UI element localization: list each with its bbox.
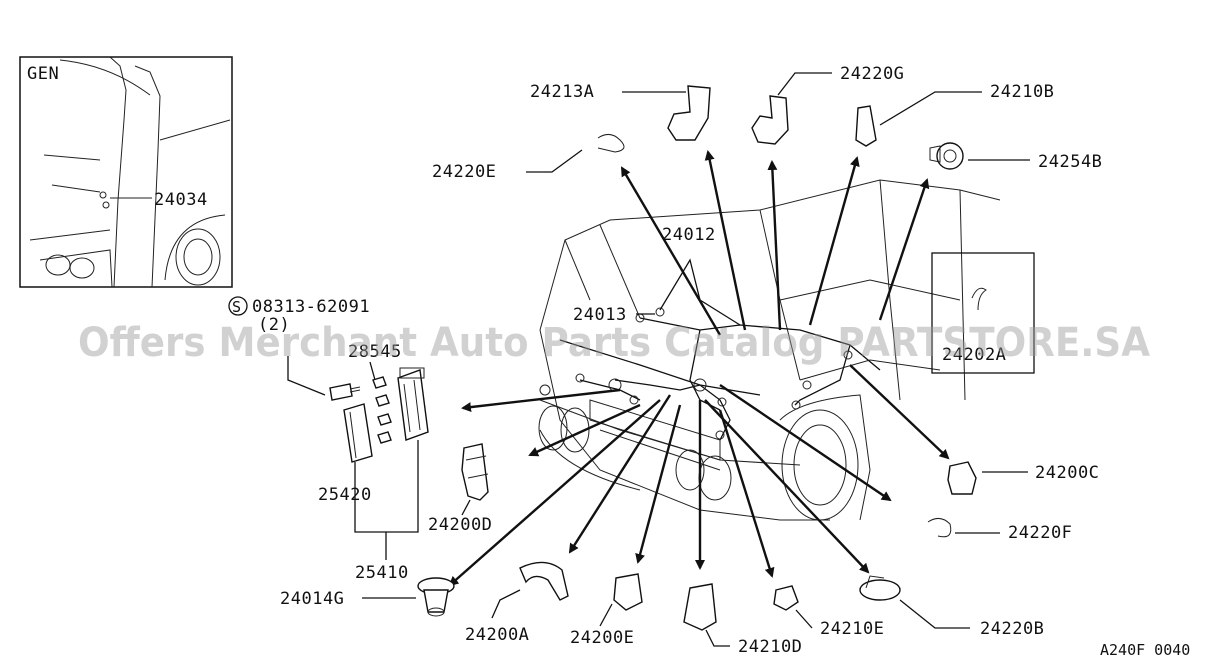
label-24200C: 24200C	[1035, 463, 1099, 483]
label-08313-62091: 08313-62091	[252, 297, 370, 317]
part-24213A-clip	[667, 85, 711, 141]
part-24200C-clip	[947, 461, 977, 495]
label-24012: 24012	[662, 225, 716, 245]
callout-24220F: 24220F	[927, 518, 1072, 543]
callout-24210E: 24210E	[773, 585, 884, 639]
vehicle-body	[538, 179, 1001, 521]
label-24254B: 24254B	[1038, 152, 1102, 172]
callout-24220G: 24220G	[751, 64, 904, 145]
part-24220F-clamp	[927, 518, 952, 538]
label-24014G: 24014G	[280, 589, 344, 609]
callout-24213A: 24213A	[530, 82, 711, 141]
callout-24220B: 24220B	[859, 575, 1044, 639]
part-24200D-clip	[461, 443, 489, 501]
part-24220G-clip	[751, 95, 789, 145]
label-24213A: 24213A	[530, 82, 594, 102]
label-24220F: 24220F	[1008, 523, 1072, 543]
label-24200E: 24200E	[570, 628, 634, 648]
part-24220E-clamp	[597, 134, 625, 153]
callout-24210B: 24210B	[855, 82, 1054, 147]
label-24220B: 24220B	[980, 619, 1044, 639]
callout-24220E: 24220E	[432, 134, 625, 182]
inset-frame	[19, 56, 233, 288]
inset-gen-view: GEN 24034	[19, 56, 233, 288]
label-28545: 28545	[348, 342, 402, 362]
part-24200E-clip	[613, 573, 643, 611]
label-25410: 25410	[355, 563, 409, 583]
callout-24200C: 24200C	[947, 461, 1099, 495]
label-24013: 24013	[573, 305, 627, 325]
callout-24012: 24012	[662, 225, 716, 245]
arrows	[448, 150, 950, 587]
part-24210D-clip	[683, 583, 717, 631]
label-bolt-qty: (2)	[258, 315, 290, 335]
inset-part-24034: 24034	[154, 190, 208, 210]
diagram-code: A240F 0040	[1100, 641, 1190, 659]
callout-24210D: 24210D	[683, 583, 802, 657]
label-25420: 25420	[318, 485, 372, 505]
label-24220G: 24220G	[840, 64, 904, 84]
label-24202A: 24202A	[942, 345, 1006, 365]
part-24254B-grommet	[936, 142, 964, 170]
label-24210B: 24210B	[990, 82, 1054, 102]
s-symbol: S	[232, 298, 241, 316]
s-symbol-circle	[228, 296, 248, 316]
watermark: Offers Merchant Auto Parts Catalog PARTS…	[78, 320, 1150, 366]
label-24210E: 24210E	[820, 619, 884, 639]
callout-24200E: 24200E	[570, 573, 643, 648]
bolt-group: S 08313-62091 (2) 28545 25420 25410	[228, 296, 429, 583]
callout-24202A: 24202A	[931, 252, 1035, 374]
callout-24200D: 24200D	[428, 443, 492, 535]
part-24200A-tie	[519, 561, 569, 601]
frame-24202A	[931, 252, 1035, 374]
inset-title: GEN	[27, 64, 59, 84]
callout-24254B: 24254B	[929, 142, 1102, 172]
part-24210B-clip	[855, 105, 877, 147]
part-24220B-band	[859, 579, 901, 601]
label-24220E: 24220E	[432, 162, 496, 182]
label-24200D: 24200D	[428, 515, 492, 535]
label-24200A: 24200A	[465, 625, 529, 645]
part-24210E-clip	[773, 585, 799, 611]
callout-24013: 24013	[573, 305, 655, 325]
label-24210D: 24210D	[738, 637, 802, 657]
callout-24200A: 24200A	[465, 561, 569, 645]
callout-24014G: 24014G	[280, 577, 455, 617]
